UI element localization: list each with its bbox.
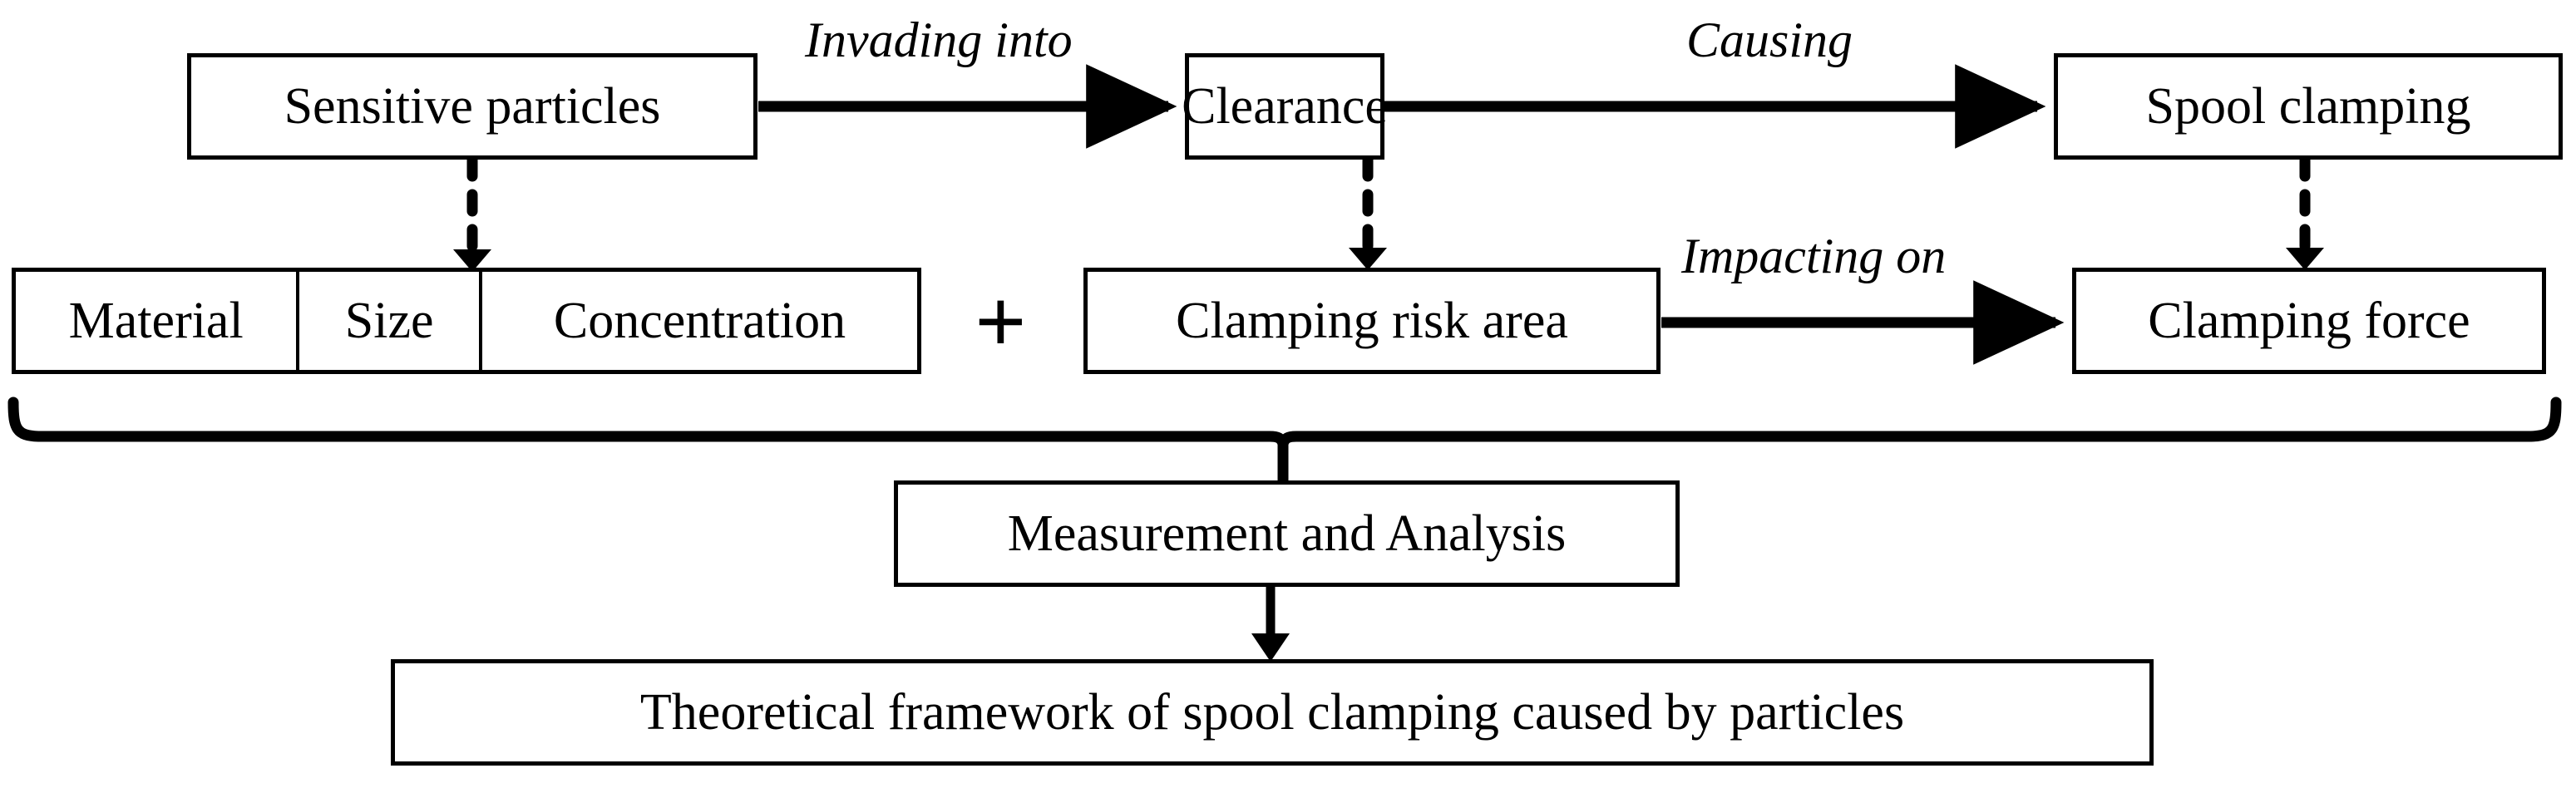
node-measurement-and-analysis-label: Measurement and Analysis [1007,505,1567,562]
attribute-cell-concentration[interactable]: Concentration [478,272,917,370]
node-theoretical-framework-label: Theoretical framework of spool clamping … [639,684,1905,741]
attribute-cell-size-label: Size [344,293,434,349]
node-clearance[interactable]: Clearance [1182,53,1388,160]
attribute-cell-material-label: Material [68,293,244,349]
attribute-cell-concentration-label: Concentration [553,293,846,349]
node-clamping-risk-area[interactable]: Clamping risk area [1083,268,1661,374]
edge-label-causing-text: Causing [1686,12,1853,67]
arrow-measurement-to-framework [1251,587,1290,662]
node-spool-clamping-label: Spool clamping [2145,78,2471,135]
attribute-cell-size[interactable]: Size [296,272,479,370]
edge-label-impacting-on: Impacting on [1681,231,1946,281]
dashed-arrow-spool-clamping-to-clamping-force [2286,154,2324,270]
node-sensitive-particles-label: Sensitive particles [284,78,661,135]
edge-label-invading-into: Invading into [805,15,1073,65]
edge-label-causing: Causing [1686,15,1853,65]
node-measurement-and-analysis[interactable]: Measurement and Analysis [894,480,1680,587]
dashed-arrow-clearance-to-risk-area [1349,154,1387,270]
edge-label-invading-into-text: Invading into [805,12,1073,67]
plus-operator: + [975,276,1027,367]
plus-operator-text: + [975,271,1027,372]
node-spool-clamping[interactable]: Spool clamping [2054,53,2563,160]
grouping-brace [7,396,2562,480]
node-clamping-risk-area-label: Clamping risk area [1176,293,1568,349]
attribute-cell-material[interactable]: Material [16,272,296,370]
edge-label-impacting-on-text: Impacting on [1681,229,1947,283]
dashed-arrow-sensitive-to-attributes [453,154,491,272]
attributes-box[interactable]: Material Size Concentration [12,268,921,374]
node-clamping-force-label: Clamping force [2148,293,2470,349]
node-sensitive-particles[interactable]: Sensitive particles [187,53,758,160]
node-clearance-label: Clearance [1182,78,1388,135]
node-theoretical-framework[interactable]: Theoretical framework of spool clamping … [391,659,2154,766]
node-clamping-force[interactable]: Clamping force [2072,268,2546,374]
